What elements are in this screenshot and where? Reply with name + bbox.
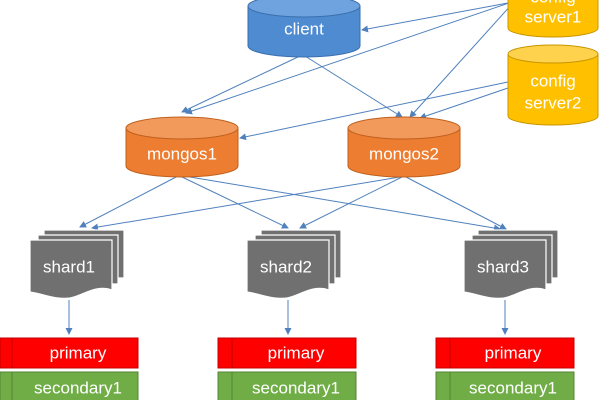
- cylinder-top: [125, 116, 239, 140]
- database-cylinder-icon: [507, 54, 599, 126]
- arrow-config2-to-mongos2: [419, 87, 509, 120]
- mongos1-label: mongos1: [147, 144, 217, 163]
- config-server2-node: config server2: [507, 44, 599, 126]
- replica-set-3: primary secondary1: [435, 337, 575, 400]
- cylinder-top: [247, 0, 361, 18]
- cylinder-top: [507, 44, 599, 64]
- cylinder-top: [347, 116, 461, 140]
- shard1-node: shard1: [29, 229, 125, 299]
- primary-row: [435, 337, 575, 369]
- database-cylinder-icon: [125, 128, 239, 178]
- connections: [65, 1, 513, 335]
- shard2-node: shard2: [246, 229, 342, 299]
- multi-document-icon: [246, 229, 342, 299]
- config-server2-line1: config: [530, 71, 575, 90]
- mongos2-node: mongos2: [347, 116, 461, 178]
- config-server2-line2: server2: [525, 93, 582, 112]
- arrow-mongos1-to-shard3: [183, 175, 501, 232]
- secondary-label: secondary1: [252, 378, 340, 397]
- database-cylinder-icon: [347, 128, 461, 178]
- arrow-config1-to-client: [361, 2, 509, 33]
- multi-document-icon: [463, 229, 559, 299]
- secondary-label: secondary1: [469, 378, 557, 397]
- secondary-row: [217, 371, 357, 400]
- arrow-client-to-mongos1: [181, 55, 301, 113]
- arrow-client-to-mongos2: [304, 55, 403, 118]
- secondary-row: [0, 371, 139, 400]
- database-cylinder-icon: [247, 6, 361, 58]
- secondary-label: secondary1: [34, 378, 122, 397]
- arrow-mongos1-to-shard1: [79, 175, 179, 228]
- mongos1-node: mongos1: [125, 116, 239, 178]
- client-label: client: [284, 19, 324, 38]
- shard2-label: shard2: [260, 257, 312, 276]
- arrow-config1-to-mongos1: [185, 1, 513, 115]
- secondary-row: [435, 371, 575, 400]
- config-server1-line2: server1: [525, 7, 582, 26]
- mongos2-label: mongos2: [369, 144, 439, 163]
- primary-label: primary: [50, 343, 107, 362]
- replica-set-1: primary secondary1: [0, 337, 139, 400]
- arrow-config1-to-mongos2: [409, 3, 513, 118]
- config-server1-line1: config: [530, 0, 575, 6]
- database-cylinder-icon: [507, 0, 599, 38]
- replica-set-2: primary secondary1: [217, 337, 357, 400]
- primary-label: primary: [268, 343, 325, 362]
- shard3-label: shard3: [477, 257, 529, 276]
- arrow-mongos2-to-shard2: [299, 176, 403, 229]
- arrow-mongos2-to-shard3: [405, 176, 507, 230]
- primary-row: [217, 337, 357, 369]
- arrow-mongos2-to-shard1: [91, 176, 401, 231]
- shard1-label: shard1: [43, 257, 95, 276]
- shard3-node: shard3: [463, 229, 559, 299]
- arrow-mongos1-to-shard2: [179, 175, 289, 229]
- primary-label: primary: [485, 343, 542, 362]
- multi-document-icon: [29, 229, 125, 299]
- primary-row: [0, 337, 139, 369]
- client-node: client: [247, 0, 361, 58]
- config-server1-node: config server1: [507, 0, 599, 38]
- arrow-config2-to-mongos1: [239, 81, 509, 141]
